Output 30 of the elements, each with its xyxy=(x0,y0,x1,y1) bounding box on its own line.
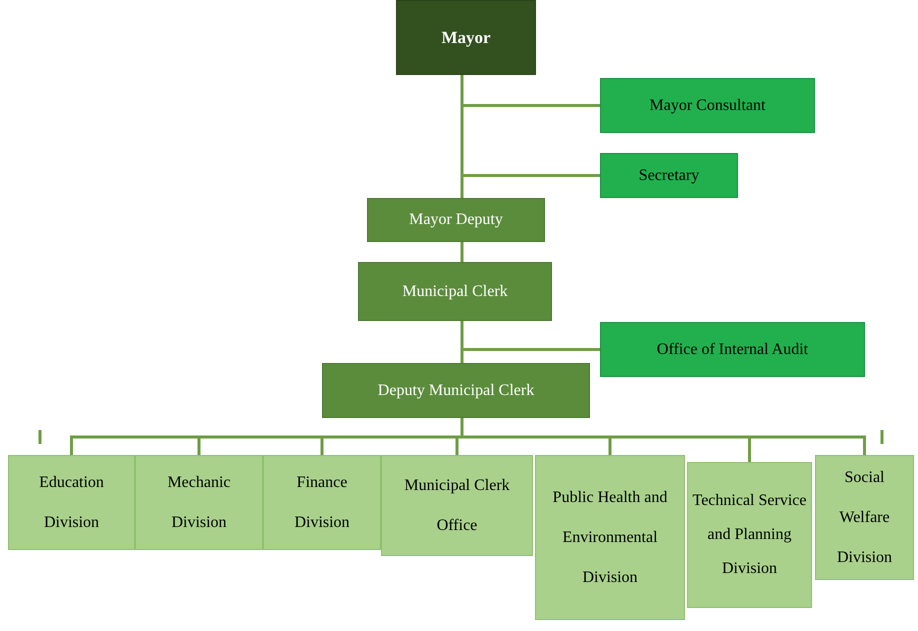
division-box xyxy=(815,455,914,580)
division-box xyxy=(263,455,381,550)
box-label: Municipal Clerk xyxy=(402,282,508,302)
division-box xyxy=(535,455,685,620)
box-label: Education Division xyxy=(38,472,105,532)
division-box xyxy=(381,455,533,556)
org-box xyxy=(367,198,545,242)
connector-line xyxy=(460,418,866,455)
box-label: Mayor xyxy=(441,26,491,49)
org-box xyxy=(358,262,552,321)
connector-line xyxy=(460,242,464,262)
org-box xyxy=(396,0,536,75)
box-label: Deputy Municipal Clerk xyxy=(378,380,534,400)
division-box xyxy=(8,455,135,550)
org-box xyxy=(600,322,865,377)
box-label: Secretary xyxy=(638,166,700,186)
box-label: Mechanic Division xyxy=(166,472,232,532)
box-label: Public Health and Environmental Division xyxy=(552,488,668,588)
box-label: Social Welfare Division xyxy=(836,468,894,568)
division-box xyxy=(135,455,263,550)
box-label: Mayor Deputy xyxy=(409,210,503,230)
division-box xyxy=(687,462,812,608)
org-box xyxy=(322,363,590,418)
box-label: Office of Internal Audit xyxy=(656,340,808,360)
org-box xyxy=(600,78,815,133)
box-label: Mayor Consultant xyxy=(650,96,766,116)
box-label: Finance Division xyxy=(293,472,351,532)
org-box xyxy=(600,153,738,198)
box-label: Municipal Clerk Office xyxy=(403,476,511,536)
box-label: Technical Service and Planning Division xyxy=(692,491,807,579)
